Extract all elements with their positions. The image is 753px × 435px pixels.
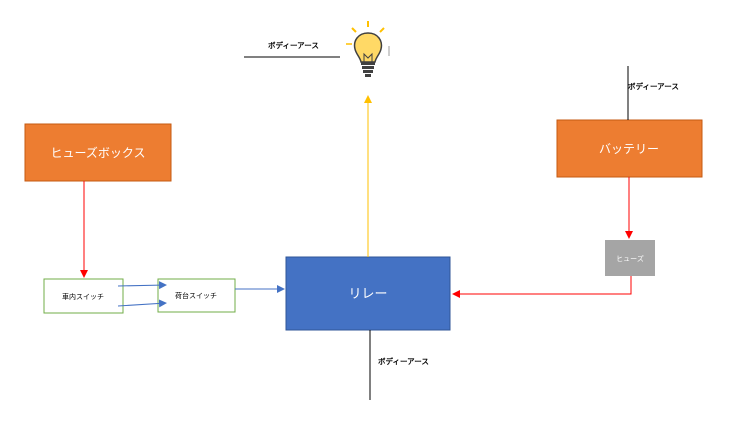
fuse-to-relay-line — [452, 276, 632, 298]
fuse-node: ヒューズ — [605, 240, 655, 276]
cabin-switch-label: 車内スイッチ — [62, 292, 104, 301]
relay-ground-label: ボディーアース — [378, 356, 429, 366]
relay-node: リレー — [285, 256, 451, 331]
fuse-box-label: ヒューズボックス — [50, 145, 145, 160]
battery-ground-label: ボディーアース — [628, 81, 679, 91]
cabin-switch-node: 車内スイッチ — [43, 278, 124, 314]
fuse-label: ヒューズ — [616, 254, 644, 263]
bulb-ground-label: ボディーアース — [268, 40, 319, 50]
relay-label: リレー — [348, 287, 387, 302]
battery-node: バッテリー — [556, 119, 703, 178]
bed-switch-label: 荷台スイッチ — [175, 291, 217, 300]
light-bulb-icon — [346, 21, 390, 77]
fuse-box-node: ヒューズボックス — [24, 123, 172, 182]
battery-label: バッテリー — [599, 142, 659, 156]
bed-switch-node: 荷台スイッチ — [157, 278, 236, 313]
cabin-to-bed-switch-line-upper — [117, 281, 167, 290]
cabin-to-bed-switch-line-lower — [117, 299, 167, 308]
